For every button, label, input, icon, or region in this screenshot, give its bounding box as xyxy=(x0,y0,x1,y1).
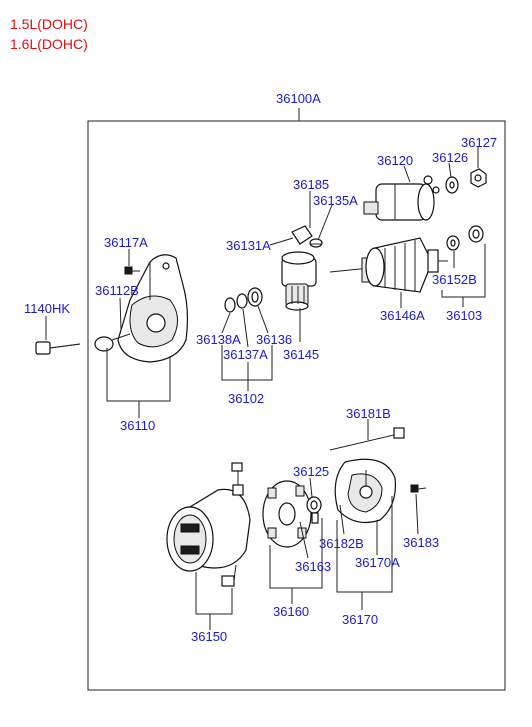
bracket-36150 xyxy=(195,572,233,615)
part-label-36146A: 36146A xyxy=(380,308,425,323)
leader-36137A xyxy=(242,308,249,348)
part-label-36120: 36120 xyxy=(377,153,413,168)
part-label-36117A: 36117A xyxy=(104,235,148,250)
ring-36137A xyxy=(236,293,248,309)
bracket-36103 xyxy=(441,244,486,298)
part-label-36138A: 36138A xyxy=(196,332,241,347)
leader-36131A xyxy=(269,237,294,246)
part-label-36112B: 36112B xyxy=(95,283,139,298)
lever-part xyxy=(291,225,323,248)
leader-36136 xyxy=(257,305,269,334)
bracket-36170 xyxy=(336,496,393,593)
part-label-36125: 36125 xyxy=(293,464,329,479)
part-label-36110: 36110 xyxy=(120,418,155,433)
bracket-36102 xyxy=(221,345,273,381)
yoke-part xyxy=(166,462,251,587)
part-label-36182B: 36182B xyxy=(319,536,364,551)
part-label-36102: 36102 xyxy=(228,391,264,406)
part-label-1140HK: 1140HK xyxy=(24,301,70,316)
drive-housing-part xyxy=(94,254,189,363)
through-bolt-part xyxy=(329,427,405,451)
bolt-1140HK xyxy=(35,341,81,355)
part-label-36126: 36126 xyxy=(432,150,468,165)
leader-36182B xyxy=(339,504,345,535)
solenoid-part xyxy=(363,175,440,221)
bracket-36160 xyxy=(269,518,323,589)
clip-36125 xyxy=(306,496,322,524)
pinion-clutch-part xyxy=(281,251,317,311)
part-label-36181B: 36181B xyxy=(346,406,391,421)
leader-36138A xyxy=(221,312,231,334)
part-label-36152B: 36152B xyxy=(432,272,477,287)
leader-36135A xyxy=(317,204,333,241)
part-label-36150: 36150 xyxy=(191,629,227,644)
assembly-label: 36100A xyxy=(276,91,321,106)
part-label-36103: 36103 xyxy=(446,308,482,323)
part-label-36170A: 36170A xyxy=(355,555,400,570)
screw-36183 xyxy=(410,484,427,493)
part-label-36136: 36136 xyxy=(256,332,292,347)
part-label-36135A: 36135A xyxy=(313,193,358,208)
leader-36112B xyxy=(119,297,122,331)
part-label-36145: 36145 xyxy=(283,347,319,362)
assembly-frame xyxy=(87,120,506,691)
part-label-36170: 36170 xyxy=(342,612,378,627)
bolt-36117A xyxy=(124,266,140,275)
ring-36138A xyxy=(224,297,236,313)
leader-36183 xyxy=(415,493,419,535)
engine-label-1: 1.5L(DOHC) xyxy=(10,16,88,32)
leader-36126 xyxy=(448,162,452,178)
part-label-36160: 36160 xyxy=(273,604,309,619)
armature-part xyxy=(329,237,448,293)
leader-36120 xyxy=(403,165,411,183)
leader-36125 xyxy=(309,477,313,498)
leader-36163 xyxy=(299,521,309,559)
engine-label-2: 1.6L(DOHC) xyxy=(10,36,88,52)
part-label-36131A: 36131A xyxy=(226,238,271,253)
part-label-36127: 36127 xyxy=(461,135,497,150)
part-label-36185: 36185 xyxy=(293,177,329,192)
rear-housing-part xyxy=(334,458,397,523)
part-label-36163: 36163 xyxy=(295,559,331,574)
part-label-36137A: 36137A xyxy=(223,347,268,362)
part-label-36183: 36183 xyxy=(403,535,439,550)
